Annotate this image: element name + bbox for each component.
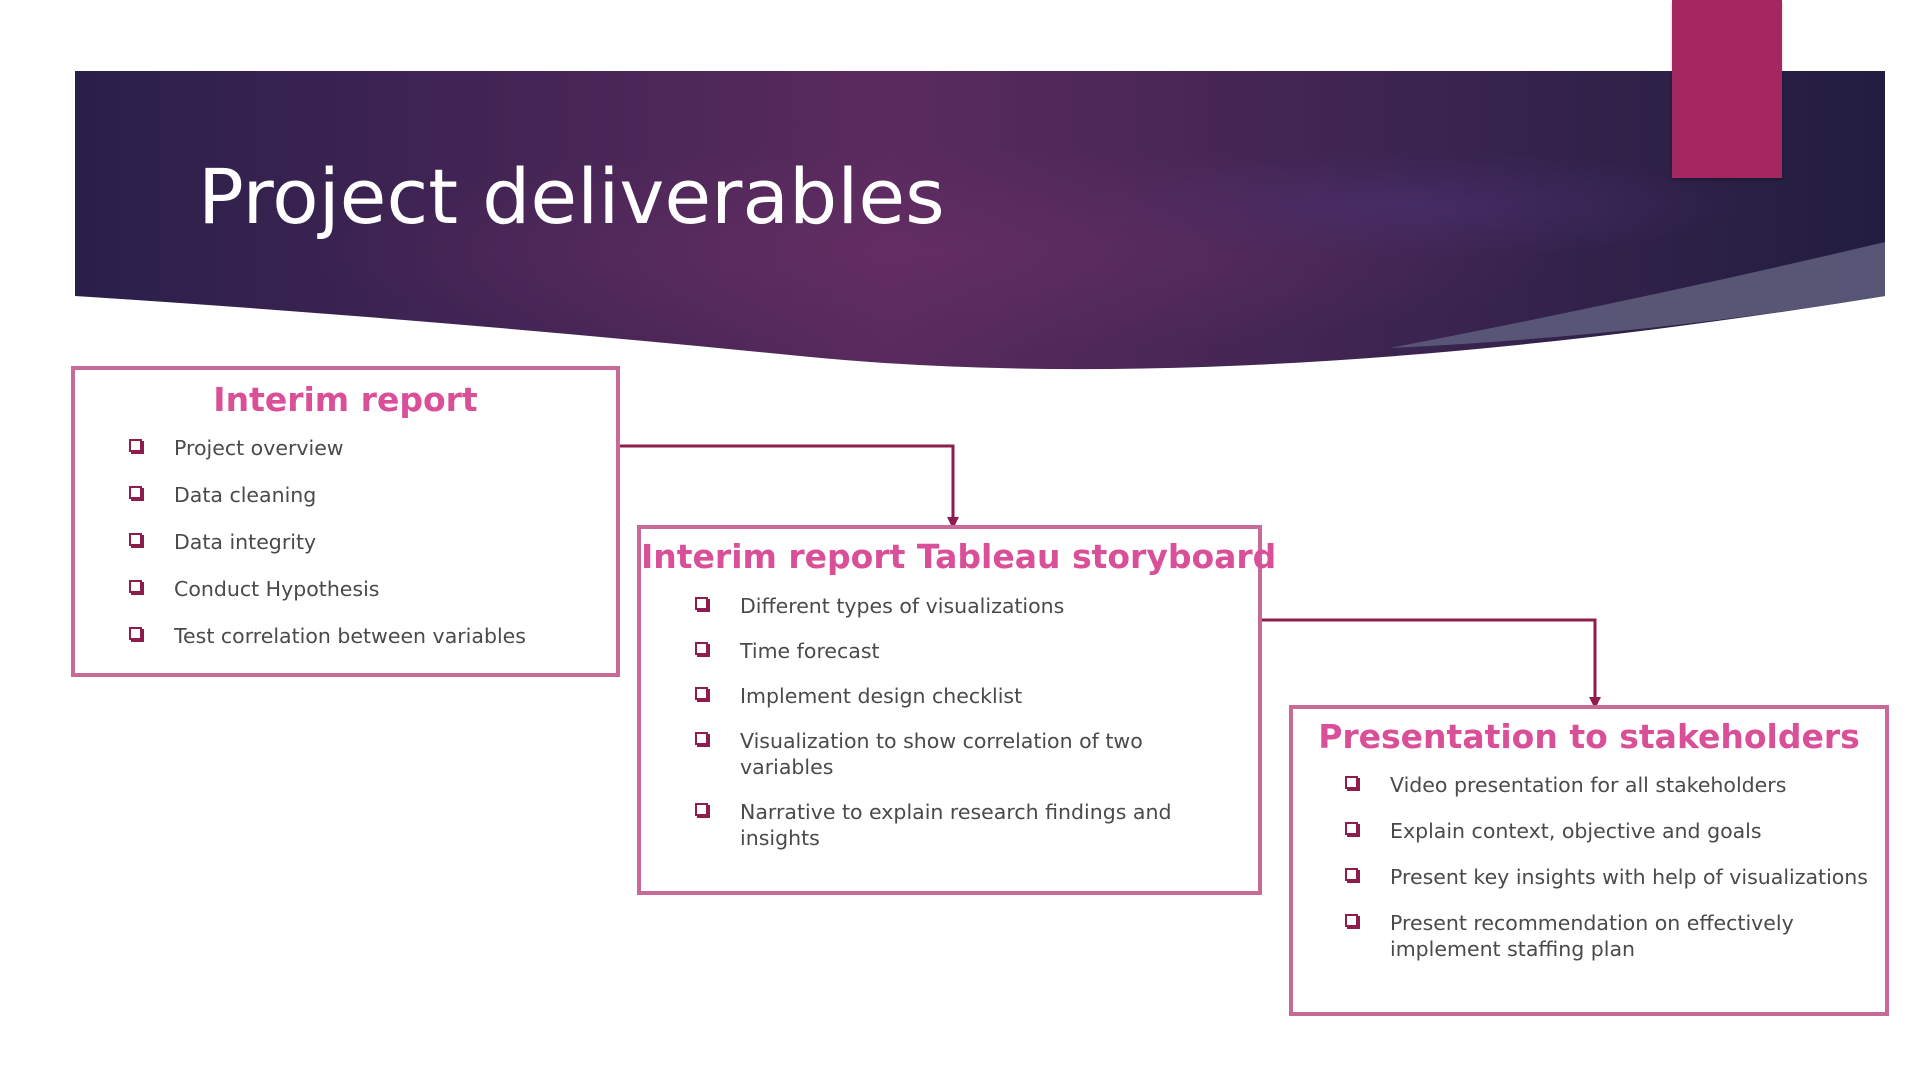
square-bullet-icon <box>129 533 142 546</box>
square-bullet-icon <box>129 580 142 593</box>
list-item-text: Conduct Hypothesis <box>174 577 380 601</box>
list-item-text: Visualization to show correlation of two… <box>740 729 1143 779</box>
list-item: Implement design checklist <box>695 683 1258 709</box>
square-bullet-icon <box>1345 868 1358 881</box>
list-item: Conduct Hypothesis <box>129 576 616 602</box>
card-item-list: Project overview Data cleaning Data inte… <box>129 435 616 649</box>
card-presentation-stakeholders: Presentation to stakeholders Video prese… <box>1289 705 1889 1016</box>
list-item-text: Project overview <box>174 436 344 460</box>
square-bullet-icon <box>1345 914 1358 927</box>
list-item-text: Test correlation between variables <box>174 624 526 648</box>
square-bullet-icon <box>695 687 708 700</box>
list-item: Present key insights with help of visual… <box>1345 864 1885 890</box>
list-item: Project overview <box>129 435 616 461</box>
list-item-text: Data integrity <box>174 530 317 554</box>
card-heading: Presentation to stakeholders <box>1318 717 1860 756</box>
list-item-text: Implement design checklist <box>740 684 1023 708</box>
square-bullet-icon <box>695 803 708 816</box>
list-item-text: Time forecast <box>740 639 880 663</box>
list-item: Data integrity <box>129 529 616 555</box>
list-item-text: Present recommendation on effectively im… <box>1390 911 1794 961</box>
list-item-text: Different types of visualizations <box>740 594 1065 618</box>
list-item-text: Explain context, objective and goals <box>1390 819 1762 843</box>
list-item: Narrative to explain research findings a… <box>695 799 1258 851</box>
square-bullet-icon <box>695 732 708 745</box>
list-item: Video presentation for all stakeholders <box>1345 772 1885 798</box>
square-bullet-icon <box>129 486 142 499</box>
card-item-list: Different types of visualizations Time f… <box>695 593 1258 851</box>
square-bullet-icon <box>1345 822 1358 835</box>
square-bullet-icon <box>695 642 708 655</box>
card-heading: Interim report <box>213 380 478 419</box>
square-bullet-icon <box>1345 776 1358 789</box>
accent-tab <box>1672 0 1782 178</box>
title-banner <box>75 71 1885 370</box>
list-item-text: Data cleaning <box>174 483 317 507</box>
card-heading: Interim report Tableau storyboard <box>641 537 1277 576</box>
connector-2 <box>1262 618 1601 709</box>
connector-1 <box>620 444 959 529</box>
square-bullet-icon <box>129 627 142 640</box>
list-item: Explain context, objective and goals <box>1345 818 1885 844</box>
list-item-text: Video presentation for all stakeholders <box>1390 773 1787 797</box>
square-bullet-icon <box>695 597 708 610</box>
list-item: Test correlation between variables <box>129 623 616 649</box>
list-item: Time forecast <box>695 638 1258 664</box>
list-item: Present recommendation on effectively im… <box>1345 910 1885 962</box>
list-item-text: Narrative to explain research findings a… <box>740 800 1172 850</box>
list-item: Visualization to show correlation of two… <box>695 728 1258 780</box>
list-item-text: Present key insights with help of visual… <box>1390 865 1868 889</box>
card-item-list: Video presentation for all stakeholders … <box>1345 772 1885 962</box>
list-item: Data cleaning <box>129 482 616 508</box>
list-item: Different types of visualizations <box>695 593 1258 619</box>
card-tableau-storyboard: Interim report Tableau storyboard Differ… <box>637 525 1277 895</box>
card-interim-report: Interim report Project overview Data cle… <box>71 366 620 677</box>
square-bullet-icon <box>129 439 142 452</box>
slide-title: Project deliverables <box>198 152 945 241</box>
